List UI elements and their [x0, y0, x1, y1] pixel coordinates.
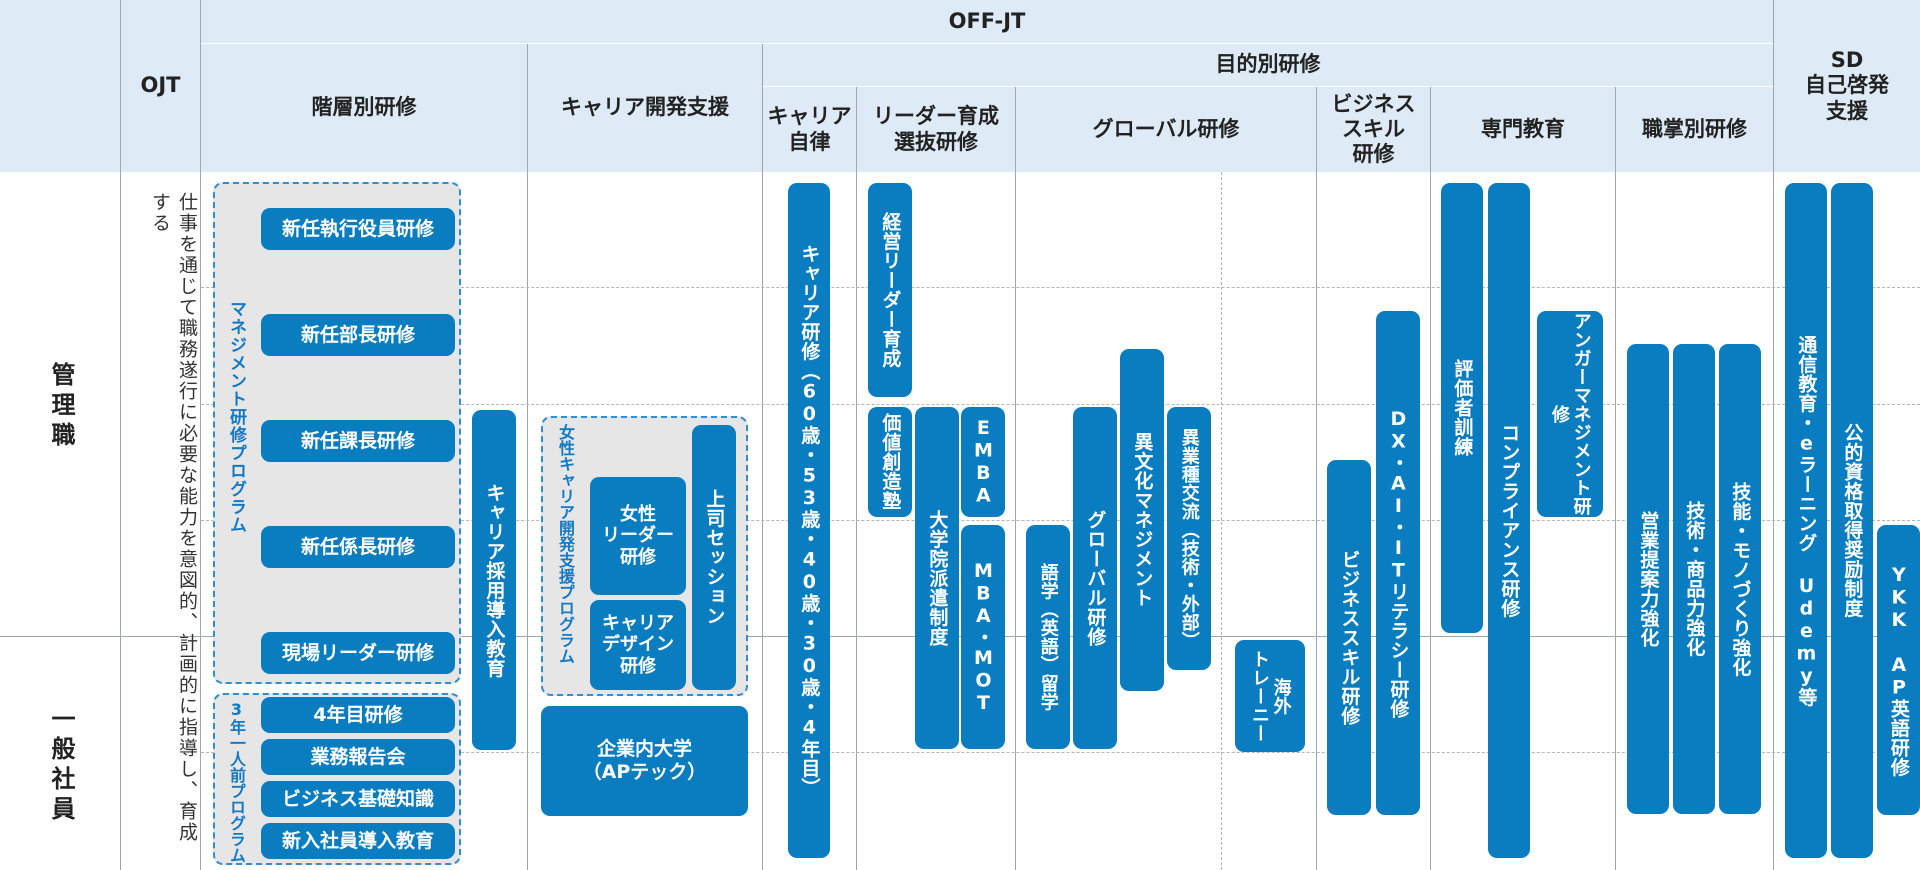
header-corner: [0, 0, 120, 172]
mba-mot: MBA・MOT: [961, 525, 1005, 749]
field-leader-training: 現場リーダー研修: [261, 632, 455, 674]
row-label-general: 一般社員: [47, 706, 75, 826]
header-ojt: OJT: [121, 0, 200, 172]
anger-management-training: アンガーマネジメント研修: [1537, 311, 1603, 517]
compliance-training: コンプライアンス研修: [1488, 183, 1530, 858]
grid-line: [527, 44, 528, 870]
grid-line: [1316, 87, 1317, 870]
grid-dash: [201, 520, 1920, 521]
header-job-specific: 職掌別研修: [1616, 87, 1773, 172]
header-leader: リーダー育成 選抜研修: [857, 87, 1015, 172]
row-divider: [0, 636, 1920, 637]
grid-line: [856, 87, 857, 870]
fourth-year-training: 4年目研修: [261, 697, 455, 733]
grid-line: [1615, 87, 1616, 870]
ap-tech-corporate-university: 企業内大学 （APテック）: [541, 706, 748, 816]
graduate-school-dispatch: 大学院派遣制度: [915, 407, 959, 749]
header-offjt: OFF-JT: [201, 0, 1773, 43]
skill-monozukuri-strengthening: 技能・モノづくり強化: [1719, 344, 1761, 814]
grid-line: [200, 0, 201, 870]
new-executive-training: 新任執行役員研修: [261, 208, 455, 250]
header-global: グローバル研修: [1016, 87, 1316, 172]
business-report-meeting: 業務報告会: [261, 739, 455, 775]
dx-ai-it-literacy-training: DX・AI・ITリテラシー研修: [1376, 311, 1420, 815]
technology-product-strengthening: 技術・商品力強化: [1673, 344, 1715, 814]
ojt-description: 仕事を通じて職務遂行に必要な能力を意図的、計画的に指導し、育成する: [149, 192, 198, 843]
grid-dash: [201, 404, 1920, 405]
value-creation-school: 価値創造塾: [868, 407, 912, 517]
grid-dash: [1221, 172, 1222, 870]
sales-proposal-strengthening: 営業提案力強化: [1627, 344, 1669, 814]
grid-line: [1015, 87, 1016, 870]
grid-dash: [201, 287, 1920, 288]
cross-cultural-management: 異文化マネジメント: [1120, 349, 1164, 691]
business-basic-knowledge: ビジネス基礎知識: [261, 781, 455, 817]
women-career-program-label: 女性キャリア開発支援プログラム: [556, 424, 575, 664]
women-leader-training: 女性 リーダー 研修: [590, 477, 686, 595]
header-business-skill: ビジネス スキル 研修: [1317, 87, 1430, 172]
career-recruit-orientation: キャリア採用導入教育: [472, 410, 516, 750]
header-purpose: 目的別研修: [763, 44, 1773, 86]
overseas-trainee: 海外 トレーニー: [1235, 640, 1305, 752]
junior-program-label: 3年一人前プログラム: [227, 700, 246, 863]
new-subsection-chief-training: 新任係長研修: [261, 526, 455, 568]
grid-dash: [201, 752, 1920, 753]
header-career-support: キャリア開発支援: [528, 44, 762, 172]
boss-session: 上司セッション: [692, 425, 736, 690]
new-section-chief-training: 新任課長研修: [261, 420, 455, 462]
business-skill-training: ビジネススキル研修: [1327, 460, 1371, 815]
emba: EMBA: [961, 407, 1005, 517]
grid-line: [762, 44, 763, 870]
header-hierarchical: 階層別研修: [201, 44, 527, 172]
cross-industry-exchange: 異業種交流（技術・外部）: [1167, 407, 1211, 670]
certification-incentive: 公的資格取得奨励制度: [1831, 183, 1873, 858]
header-career-autonomy: キャリア 自律: [763, 87, 856, 172]
new-manager-training: 新任部長研修: [261, 314, 455, 356]
grid-line: [120, 0, 121, 870]
language-study-abroad: 語学（英語）留学: [1026, 525, 1070, 749]
header-specialized: 専門教育: [1431, 87, 1615, 172]
grid-line: [1430, 87, 1431, 870]
elearning-correspondence: 通信教育・eラーニング Udemy等: [1785, 183, 1827, 858]
row-label-management: 管理職: [47, 362, 75, 452]
career-training: キャリア研修（60歳・53歳・40歳・30歳・4年目）: [788, 183, 830, 858]
global-training: グローバル研修: [1073, 407, 1117, 749]
management-program-label: マネジメント研修プログラム: [226, 300, 246, 534]
management-leader-development: 経営リーダー育成: [868, 183, 912, 397]
evaluator-training: 評価者訓練: [1441, 183, 1483, 633]
new-employee-orientation: 新入社員導入教育: [261, 823, 455, 859]
career-design-training: キャリア デザイン 研修: [590, 600, 686, 690]
ykkap-english-training: YKK AP英語研修: [1877, 525, 1920, 815]
header-sd: SD 自己啓発 支援: [1774, 0, 1920, 172]
grid-line: [1773, 0, 1774, 870]
